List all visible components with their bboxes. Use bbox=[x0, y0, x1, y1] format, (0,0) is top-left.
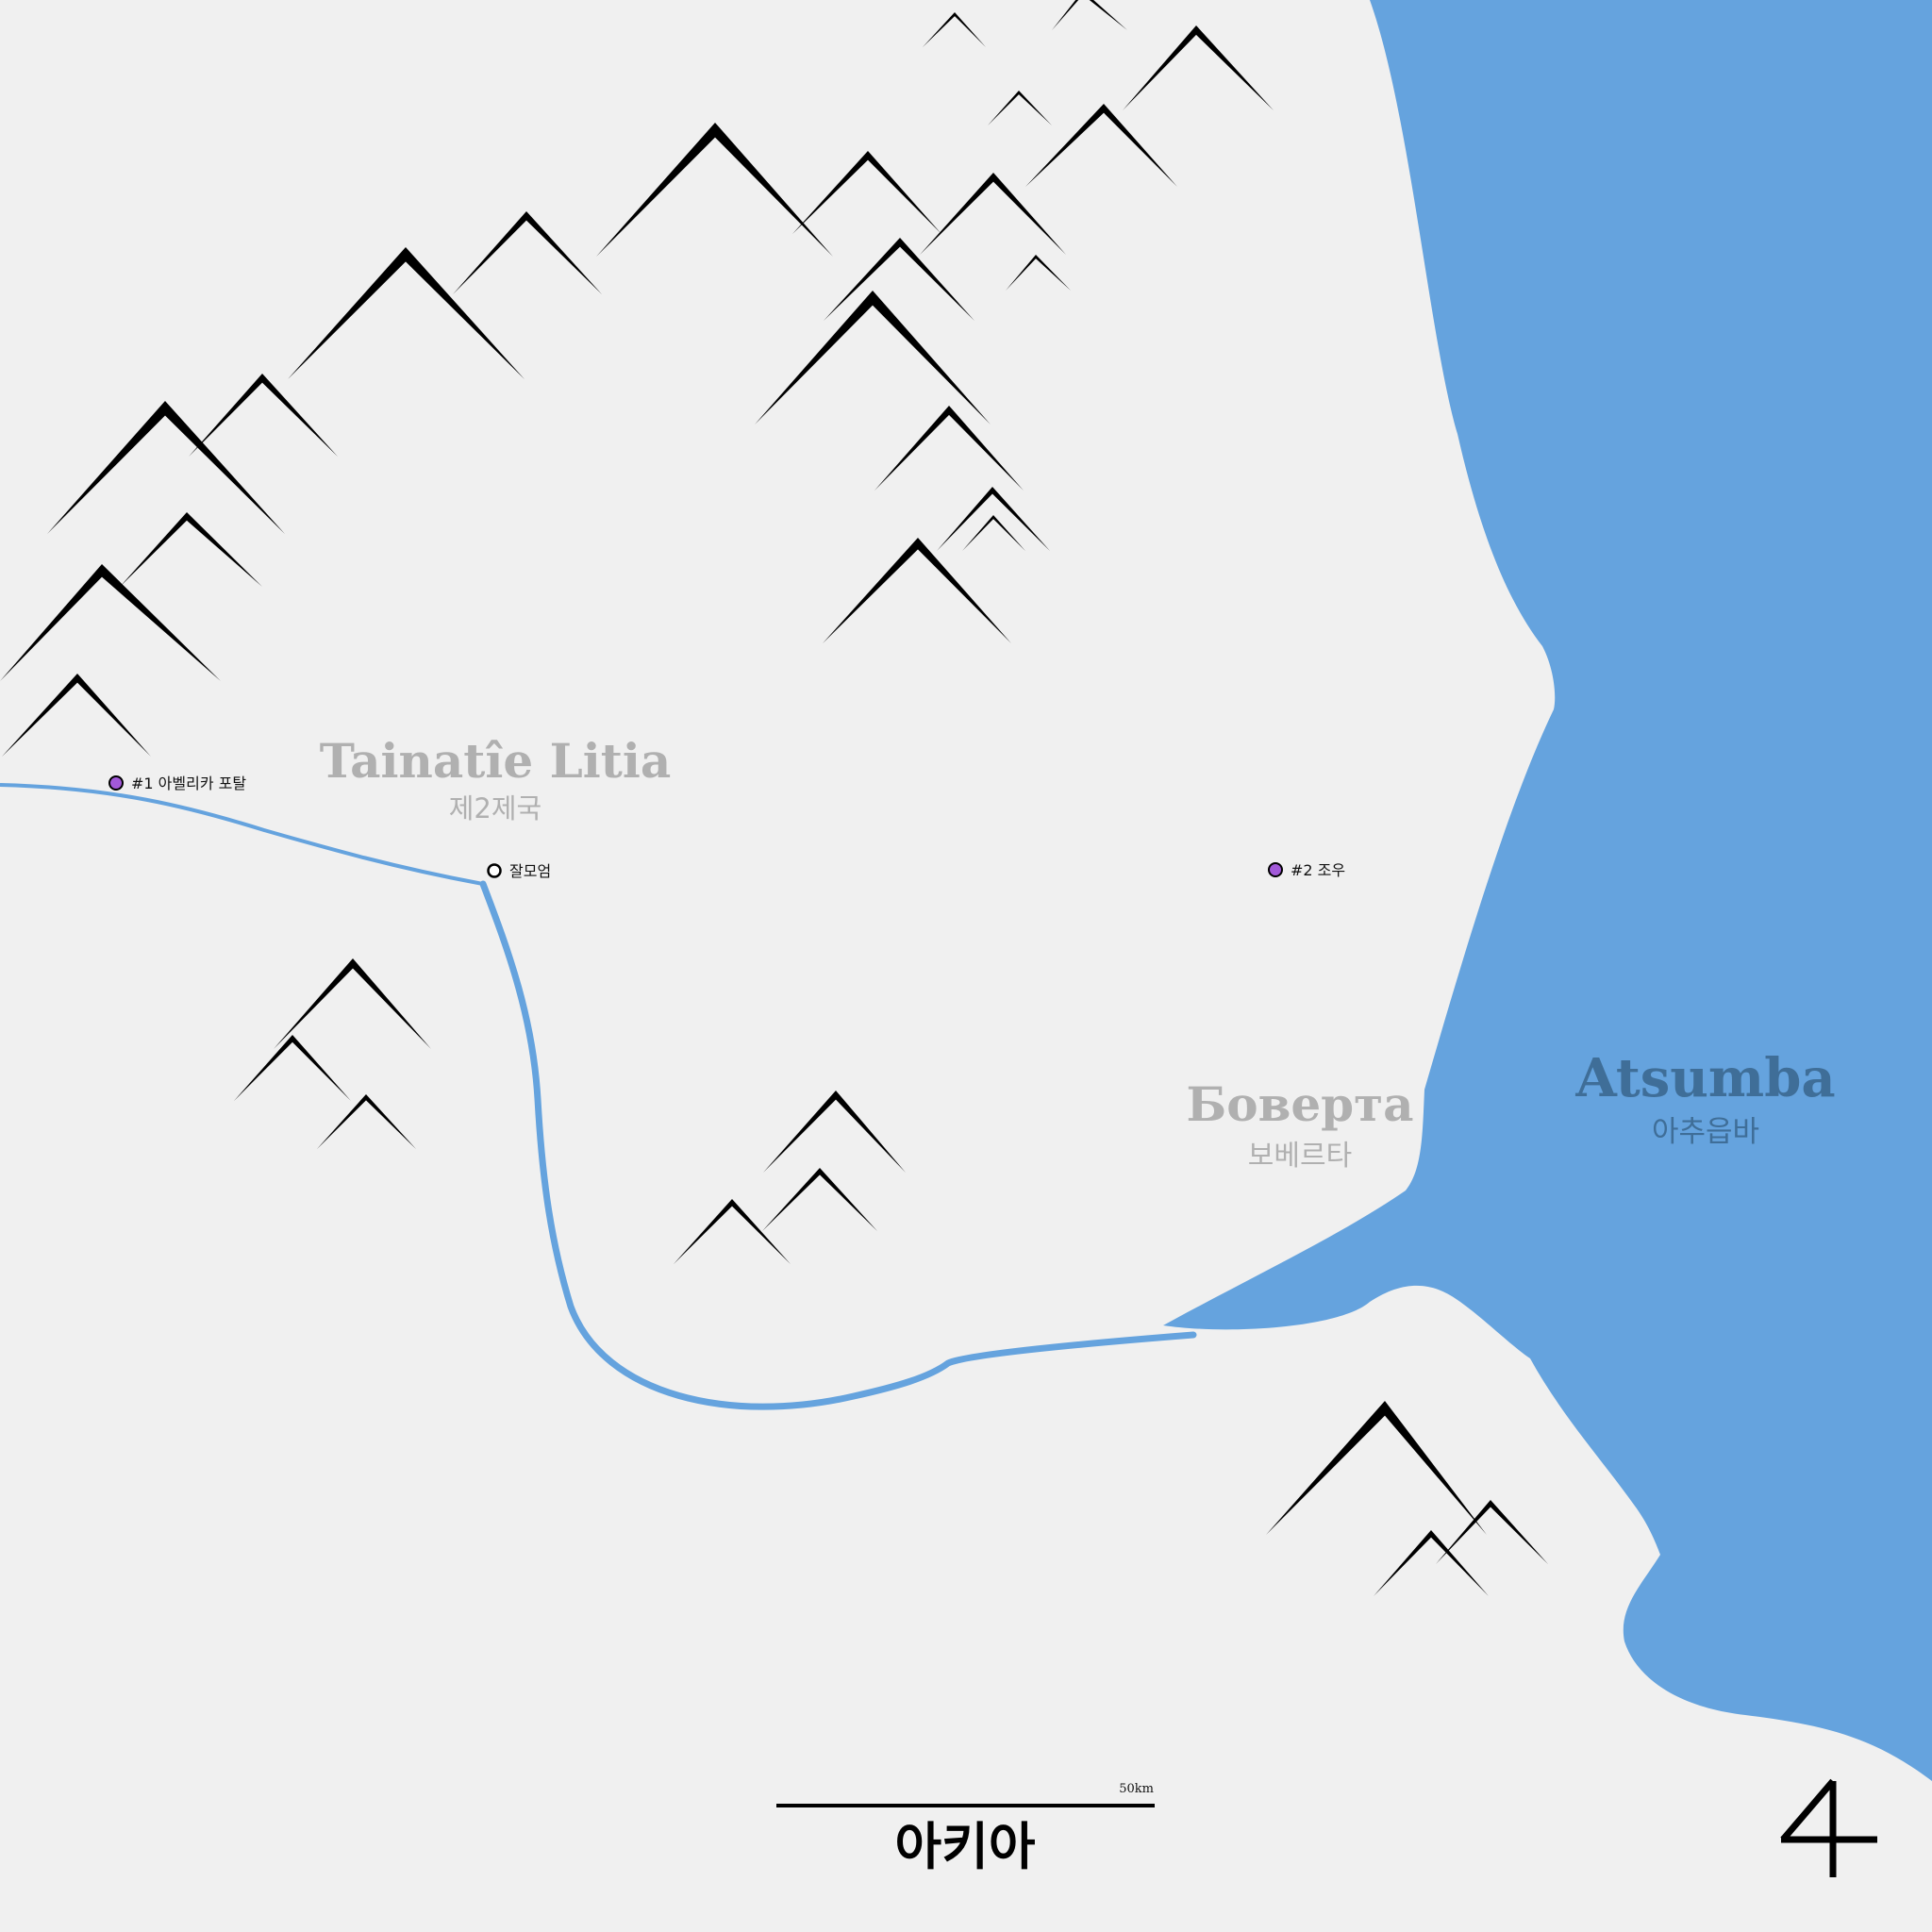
mountain-icon bbox=[1052, 0, 1127, 30]
poi-marker-portal[interactable] bbox=[108, 775, 124, 791]
mountain-range bbox=[0, 0, 1548, 1596]
place-label-jou: #2 조우 bbox=[1291, 861, 1345, 879]
region-sub-boverta: 보베르타 bbox=[1248, 1140, 1352, 1173]
region-sub-tainatie: 제2제국 bbox=[449, 792, 542, 824]
scale-label: 50km bbox=[1119, 1782, 1154, 1796]
scale-bar bbox=[776, 1804, 1155, 1807]
river bbox=[0, 783, 484, 886]
poi-marker-jou[interactable] bbox=[1268, 862, 1283, 877]
place-label-jalmoeom: 잘모엄 bbox=[509, 862, 551, 880]
river-lower bbox=[479, 880, 1197, 1410]
town-marker-jalmoeom[interactable] bbox=[487, 863, 502, 878]
region-name-boverta: Боверта bbox=[1187, 1076, 1414, 1132]
north-arrow-icon bbox=[1780, 1778, 1877, 1877]
place-label-portal: #1 아벨리카 포탈 bbox=[131, 774, 246, 792]
sea-sub-atsumba: 아추읍바 bbox=[1652, 1115, 1759, 1149]
sea-name-atsumba: Atsumba bbox=[1574, 1047, 1835, 1109]
sea bbox=[1163, 0, 1932, 1781]
region-name-tainatie: Tainatîe Litia bbox=[320, 733, 672, 789]
map-title: 아키아 bbox=[894, 1817, 1035, 1876]
